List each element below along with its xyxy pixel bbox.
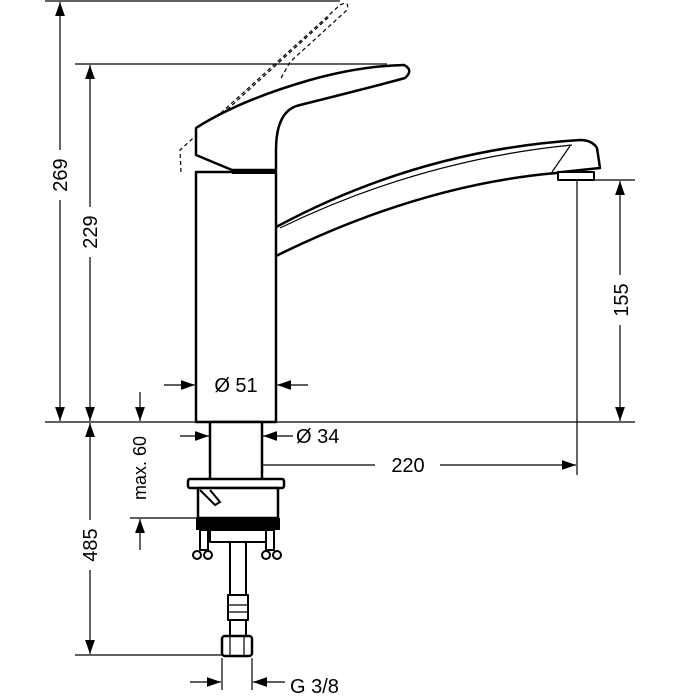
dim-155-label: 155	[611, 283, 633, 316]
dimension-220: 220	[238, 455, 576, 477]
dimension-229: 229	[78, 65, 102, 421]
clamp	[209, 529, 267, 543]
dimension-485: 485	[78, 423, 102, 654]
spout	[269, 138, 602, 258]
dim-51-label: Ø 51	[214, 375, 257, 397]
dim-max-60-label: max. 60	[130, 436, 150, 500]
dim-485-label: 485	[80, 528, 102, 561]
aerator	[557, 171, 595, 181]
hose-connector-nut	[220, 634, 254, 658]
dimension-max-60: max. 60	[130, 392, 150, 550]
lever-handle	[194, 63, 411, 172]
thread-band	[196, 518, 280, 530]
faucet-outline	[179, 2, 602, 658]
dim-229-label: 229	[80, 215, 102, 248]
dimension-155: 155	[608, 181, 633, 421]
dimension-51: Ø 51	[164, 375, 308, 397]
mounting-plate	[186, 477, 286, 490]
mounting-nut	[196, 486, 280, 520]
lever-cap-ring	[232, 169, 276, 174]
dimension-g38: G 3/8	[190, 676, 339, 698]
dim-g38-label: G 3/8	[290, 676, 339, 698]
dim-269-label: 269	[50, 158, 72, 191]
mounting-studs	[192, 529, 282, 560]
dim-34-label: Ø 34	[296, 426, 339, 448]
lever-open-position	[179, 2, 349, 173]
faucet-body	[194, 170, 278, 424]
shank	[208, 420, 264, 482]
dimension-269: 269	[48, 2, 72, 421]
extension-lines	[45, 0, 635, 690]
dimension-34: Ø 34	[180, 426, 339, 448]
supply-hose	[229, 541, 247, 637]
dim-220-label: 220	[391, 455, 424, 477]
